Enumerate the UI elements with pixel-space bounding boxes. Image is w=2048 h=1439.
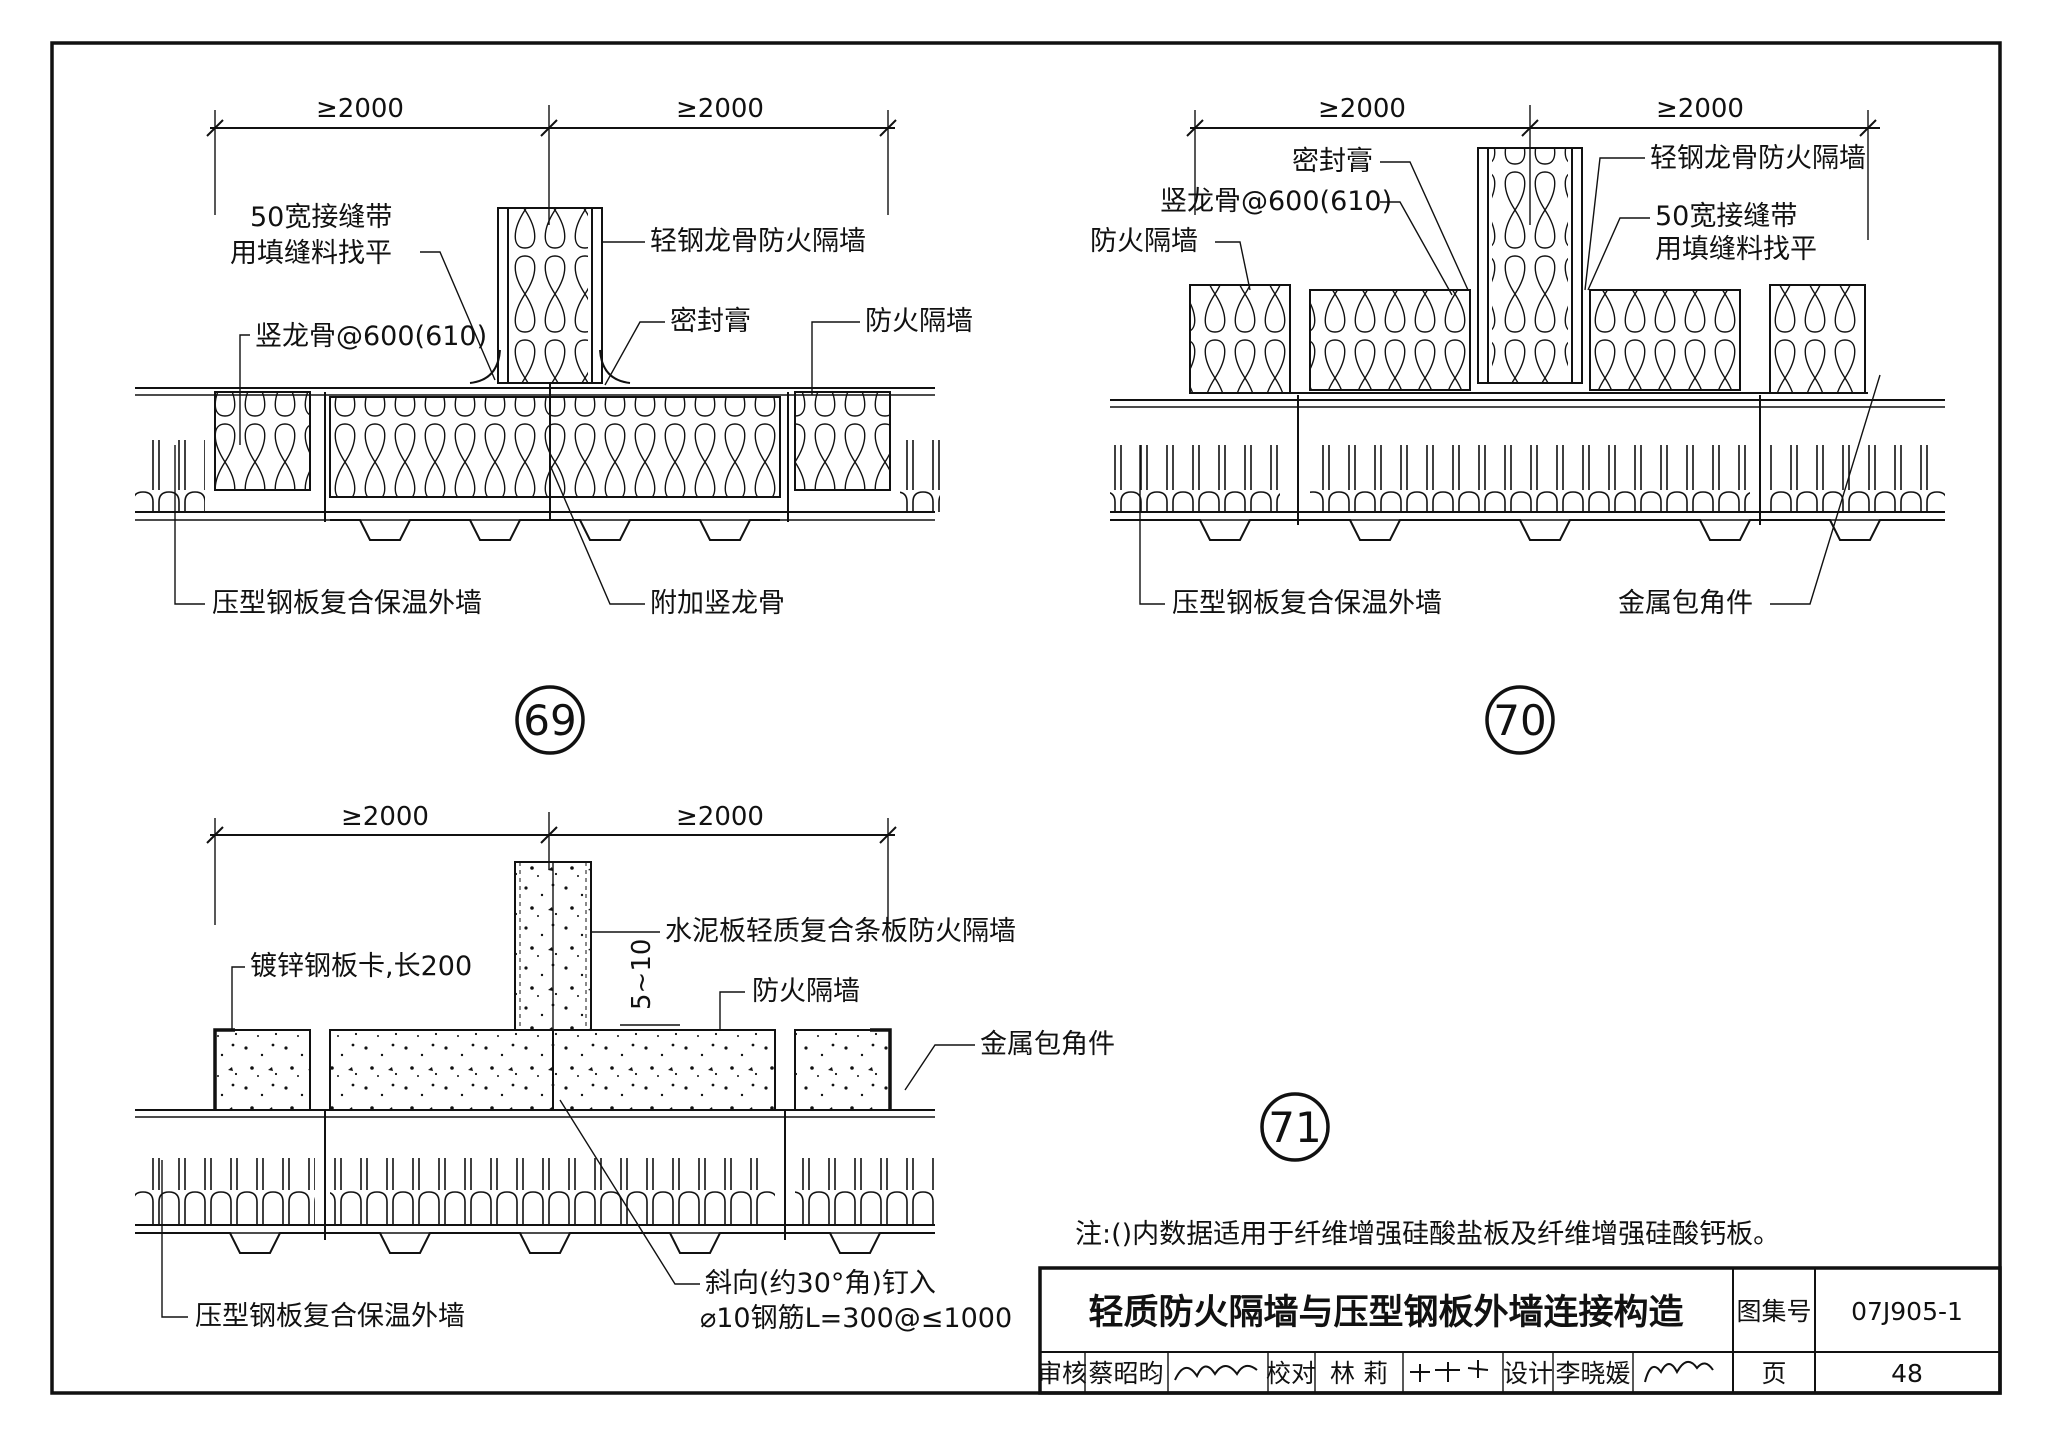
dim-left-69: ≥2000 (316, 94, 404, 124)
detail-70: ≥2000 ≥2000 密封膏 (1090, 94, 1945, 755)
stud-label-70: 竖龙骨@600(610) (1160, 186, 1392, 217)
outer-wall-label-69: 压型钢板复合保温外墙 (212, 588, 482, 619)
extra-stud-label-69: 附加竖龙骨 (650, 588, 785, 619)
joint-tape-label-70a: 50宽接缝带 (1655, 201, 1797, 232)
reviewer-signature (1174, 1364, 1258, 1381)
dimension-69: ≥2000 ≥2000 (206, 94, 897, 225)
dim-left-70: ≥2000 (1318, 94, 1406, 124)
drawing-title: 轻质防火隔墙与压型钢板外墙连接构造 (1088, 1293, 1683, 1333)
note-text: 注:()内数据适用于纤维增强硅酸盐板及纤维增强硅酸钙板。 (1075, 1219, 1780, 1250)
reviewer-name: 蔡昭昀 (1088, 1359, 1163, 1388)
partition-label-71: 水泥板轻质复合条板防火隔墙 (665, 916, 1016, 947)
clip-label-71: 镀锌钢板卡,长200 (250, 951, 472, 982)
dimension-70: ≥2000 ≥2000 (1186, 94, 1880, 240)
designer-signature (1644, 1361, 1714, 1383)
corner-piece-label-70: 金属包角件 (1618, 588, 1753, 619)
outer-wall-label-71: 压型钢板复合保温外墙 (195, 1301, 465, 1332)
dim-right-70: ≥2000 (1656, 94, 1744, 124)
checker-name: 林 莉 (1330, 1359, 1388, 1388)
sealant-label-70: 密封膏 (1292, 146, 1373, 177)
dim-right-71: ≥2000 (676, 802, 764, 832)
fire-wall-panel-70 (1189, 284, 1868, 394)
detail-71: ≥2000 ≥2000 (135, 802, 1330, 1334)
partition-label-70: 轻钢龙骨防火隔墙 (1650, 143, 1866, 174)
nail-label-71b: ⌀10钢筋L=300@≤1000 (700, 1303, 1012, 1334)
atlas-label: 图集号 (1736, 1297, 1811, 1326)
sealant-label-69: 密封膏 (670, 306, 751, 337)
drawing-frame (50, 41, 2002, 1395)
nail-label-71a: 斜向(约30°角)钉入 (705, 1268, 936, 1299)
partition-wall-70 (1477, 147, 1583, 384)
dimension-71: ≥2000 ≥2000 (206, 802, 897, 925)
joint-tape-label-69a: 50宽接缝带 (250, 202, 392, 233)
atlas-number: 07J905-1 (1851, 1297, 1963, 1326)
partition-wall-69 (469, 207, 631, 384)
fire-wall-label-71: 防火隔墙 (752, 976, 860, 1007)
detail-number-69: 69 (515, 685, 585, 755)
detail-69: ≥2000 ≥2000 50宽接缝 (135, 94, 973, 755)
labels-71: 水泥板轻质复合条板防火隔墙 镀锌钢板卡,长200 5~10 防火隔墙 金属包角件… (161, 916, 1115, 1334)
detail-number-text-70: 70 (1493, 696, 1546, 745)
fire-wall-label-70: 防火隔墙 (1090, 226, 1198, 257)
title-block: 轻质防火隔墙与压型钢板外墙连接构造 图集号 07J905-1 审核 蔡昭昀 校对… (1037, 1266, 2002, 1395)
outer-wall-71 (135, 1030, 935, 1254)
design-label: 设计 (1503, 1359, 1553, 1388)
outer-wall-69 (135, 383, 940, 541)
review-label: 审核 (1037, 1359, 1087, 1388)
detail-number-text-69: 69 (523, 696, 576, 745)
outer-wall-label-70: 压型钢板复合保温外墙 (1172, 588, 1442, 619)
detail-number-71: 71 (1260, 1092, 1330, 1162)
page-number: 48 (1891, 1359, 1923, 1388)
labels-70: 密封膏 轻钢龙骨防火隔墙 竖龙骨@600(610) 防火隔墙 50宽接缝带 用填… (1090, 143, 1881, 619)
designer-name: 李晓媛 (1555, 1359, 1630, 1388)
stud-label-69: 竖龙骨@600(610) (255, 321, 487, 352)
corner-piece-label-71: 金属包角件 (980, 1029, 1115, 1060)
page-label: 页 (1761, 1359, 1786, 1388)
gap-dim-71: 5~10 (627, 939, 657, 1010)
detail-number-text-71: 71 (1268, 1103, 1321, 1152)
joint-tape-label-70b: 用填缝料找平 (1655, 234, 1817, 265)
checker-signature (1410, 1360, 1489, 1382)
detail-number-70: 70 (1485, 685, 1555, 755)
dim-left-71: ≥2000 (341, 802, 429, 832)
labels-69: 50宽接缝带 用填缝料找平 轻钢龙骨防火隔墙 竖龙骨@600(610) 密封膏 … (174, 202, 973, 619)
outer-wall-70 (1110, 395, 1945, 541)
joint-tape-label-69b: 用填缝料找平 (230, 238, 392, 269)
partition-wall-71 (514, 861, 592, 1031)
fire-wall-label-69: 防火隔墙 (865, 306, 973, 337)
dim-right-69: ≥2000 (676, 94, 764, 124)
check-label: 校对 (1266, 1359, 1316, 1388)
partition-label-69: 轻钢龙骨防火隔墙 (650, 226, 866, 257)
